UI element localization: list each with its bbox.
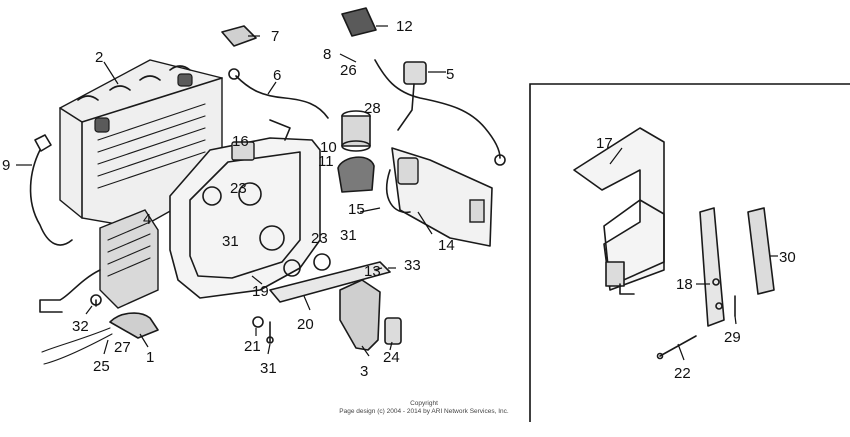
callout-9: 9 [2,157,10,174]
callout-29: 29 [724,329,741,346]
callout-24: 24 [383,349,400,366]
callout-25: 25 [93,358,110,375]
bolts-bottom [90,294,274,344]
callout-3: 3 [360,363,368,380]
negative-cable [29,134,73,246]
callout-12: 12 [396,18,413,35]
callout-27: 27 [114,339,131,356]
callout-14: 14 [438,237,455,254]
callout-33: 33 [404,257,421,274]
connector [397,61,427,131]
callout-11: 11 [318,153,334,170]
callout-30: 30 [779,249,796,266]
callout-16: 16 [232,133,249,150]
callout-2: 2 [95,49,103,66]
callout-19: 19 [252,283,269,300]
callout-31a: 31 [222,233,239,250]
relay-rubber [337,156,375,193]
callout-10: 10 [320,139,337,156]
callout-1: 1 [146,349,154,366]
callout-5: 5 [446,66,454,83]
lower-strap [269,261,391,303]
callout-22: 22 [674,365,691,382]
callout-28: 28 [364,100,381,117]
callout-8: 8 [323,46,331,63]
battery-holder-bracket [169,119,331,299]
starter-cable [374,59,506,166]
copyright-line-1: Copyright [410,400,438,407]
inset-pad-30 [747,207,775,295]
regulator-cover [339,279,381,351]
callout-4: 4 [143,211,151,228]
callout-31c: 31 [260,360,277,377]
callout-26: 26 [340,62,357,79]
pad [384,317,402,345]
switch-part [41,312,159,365]
callout-15: 15 [348,201,365,218]
callout-7: 7 [271,28,279,45]
copyright-line-2: Page design (c) 2004 - 2014 by ARI Netwo… [339,408,509,415]
callout-17: 17 [596,135,613,152]
inset-pin-22 [656,335,697,360]
callout-6: 6 [273,67,281,84]
fuse-board [385,147,493,247]
callout-21: 21 [244,338,261,355]
callout-labels: 1 2 3 4 5 6 7 8 9 10 11 12 13 14 15 16 1… [2,18,796,382]
fuse-box [221,25,257,47]
positive-cable [228,68,329,119]
callout-23a: 23 [230,180,247,197]
inset-strap-18 [699,207,725,327]
starter-relay [341,110,371,152]
callout-32: 32 [72,318,89,335]
starter-relay-cap [341,7,377,37]
callout-18: 18 [676,276,693,293]
callout-20: 20 [297,316,314,333]
inset-border [529,83,850,422]
callout-13: 13 [364,263,381,280]
callout-31b: 31 [340,227,357,244]
inset-bracket-17 [573,127,665,295]
callout-23b: 23 [311,230,328,247]
regulator-rectifier [39,209,159,313]
leader-lines [16,25,778,361]
